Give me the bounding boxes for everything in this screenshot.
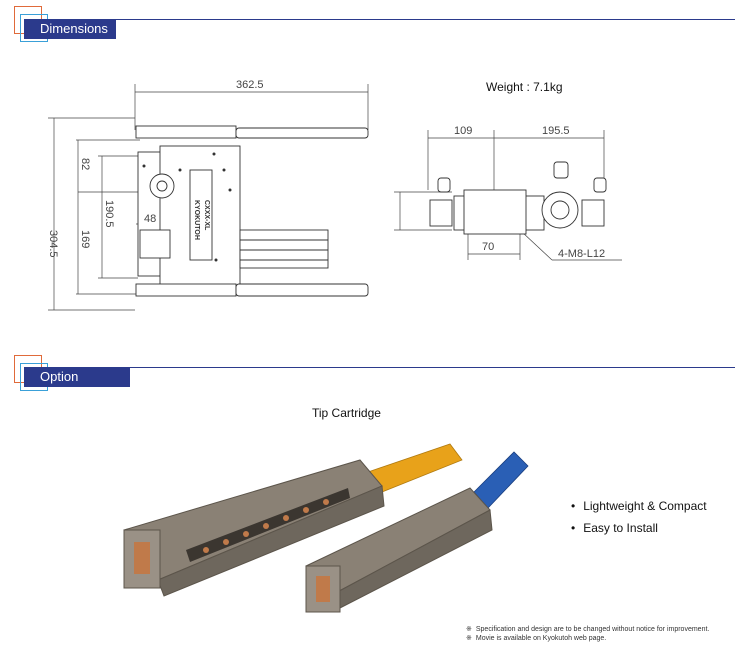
header-rule (30, 367, 735, 368)
dim-left-label: 109 (454, 125, 472, 137)
dim-169-label: 169 (79, 230, 91, 248)
front-view-drawing: 362.5 304.5 82 190.5 169 48 KYOKUTOH CXX… (47, 79, 369, 311)
note-mark: ※ (466, 626, 472, 633)
footnote-movie: Movie is available on Kyokutoh web page. (475, 635, 607, 642)
feature-list: Lightweight & Compact Easy to Install (571, 495, 707, 539)
tip-cartridge-image (123, 443, 529, 613)
dimensions-section-header: Dimensions (0, 6, 741, 46)
feature-item: Easy to Install (571, 517, 707, 539)
dim-82-label: 82 (79, 158, 91, 170)
weight-label: Weight : 7.1kg (486, 80, 563, 94)
footnotes: ※Specification and design are to be chan… (466, 625, 709, 643)
option-title: Option (24, 367, 130, 387)
footnote-spec: Specification and design are to be chang… (475, 626, 710, 633)
thread-spec-label: 4-M8-L12 (558, 248, 605, 260)
note-mark: ※ (466, 635, 472, 642)
dim-height-total-label: 304.5 (47, 230, 59, 258)
side-view-drawing: 109 195.5 58 70 4-M8-L12 (382, 125, 622, 261)
tip-cartridge-title: Tip Cartridge (312, 406, 381, 420)
dim-48-label: 48 (144, 213, 156, 225)
option-section-header: Option (0, 355, 741, 395)
dim-side-height-label: 58 (382, 204, 383, 216)
header-rule (30, 19, 735, 20)
logo-text-primary: KYOKUTOH (193, 200, 200, 240)
feature-item: Lightweight & Compact (571, 495, 706, 517)
dimensions-title: Dimensions (24, 19, 116, 39)
dim-190-label: 190.5 (103, 200, 115, 228)
dim-right-label: 195.5 (542, 125, 570, 137)
logo-text-secondary: CXXX-XL (203, 200, 210, 231)
dim-width-label: 362.5 (236, 79, 264, 91)
dim-bottom-label: 70 (482, 241, 494, 253)
